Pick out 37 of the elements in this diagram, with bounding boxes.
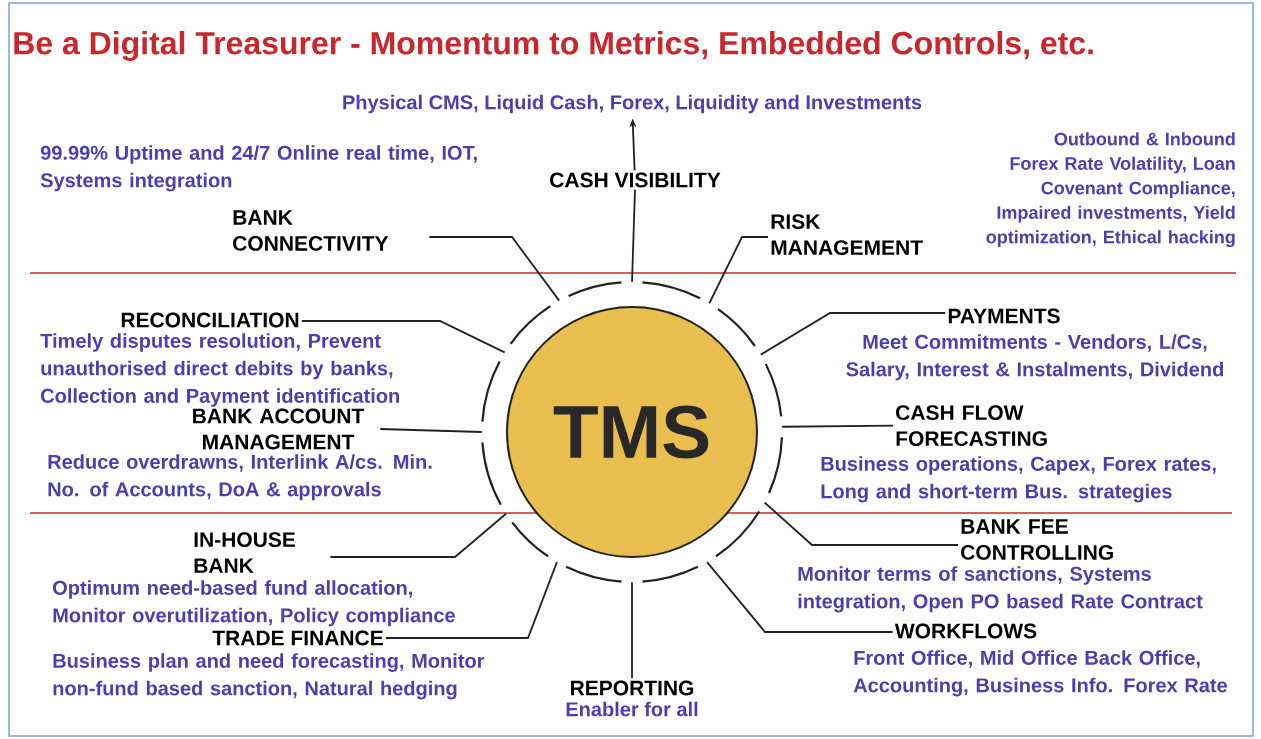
category-heading: RISK MANAGEMENT [771, 214, 923, 256]
category-heading: BANK FEE CONTROLLING [961, 519, 1113, 560]
connector-line [428, 236, 561, 302]
description-text: Meet Commitments - Vendors, L/Cs, Salary, Interest & Instalments, Dividend [846, 334, 1223, 381]
category-heading: BANK CONNECTIVITY [233, 210, 389, 251]
connector-line [759, 312, 947, 356]
connector-line [631, 581, 633, 680]
connector-line [763, 501, 959, 546]
connector-line [706, 561, 894, 633]
description-text: Outbound & Inbound Forex Rate Volatility, Loan Covenant Compliance, Impaired investments, Yield optimization, Ethical hacking [986, 132, 1235, 248]
description-text: 99.99% Uptime and 24/7 Online real time, IOT, Systems integration [40, 145, 477, 192]
connector-line [385, 561, 558, 639]
connector-line [631, 188, 636, 283]
description-text: Monitor terms of sanctions, Systems integration, Open PO based Rate Contract [798, 566, 1203, 613]
description-text: Physical CMS, Liquid Cash, Forex, Liquidity and Investments [343, 94, 922, 114]
description-text: Optimum need-based fund allocation, Monitor overutilization, Policy compliance [53, 580, 455, 627]
category-heading: CASH VISIBILITY [550, 172, 721, 188]
connector-line [329, 512, 507, 558]
connector-line [781, 424, 894, 428]
category-heading: IN-HOUSE BANK [194, 532, 296, 573]
connector-line [300, 320, 506, 354]
category-heading: PAYMENTS [948, 308, 1060, 324]
category-heading: BANK ACCOUNT MANAGEMENT [193, 408, 365, 450]
description-text: Front Office, Mid Office Back Office, Accounting, Business Info. Forex Rate [853, 650, 1227, 697]
category-heading: REPORTING [571, 680, 694, 696]
category-heading: WORKFLOWS [894, 623, 1037, 639]
category-heading: RECONCILIATION [121, 312, 299, 328]
connector-line [379, 428, 483, 433]
connector-line [708, 236, 769, 305]
description-text: Business plan and need forecasting, Monitor non-fund based sanction, Natural hedging [53, 653, 485, 700]
title: Be a Digital Treasurer - Momentum to Metrics, Embedded Controls, etc. [14, 31, 1093, 61]
description-text: Business operations, Capex, Forex rates, Long and short-term Bus. strategies [821, 456, 1216, 503]
description-text: Timely disputes resolution, Prevent unauthorised direct debits by banks, Collection and Payment identification [40, 333, 399, 407]
description-text: Reduce overdrawns, Interlink A/cs. Min. No. of Accounts, DoA & approvals [48, 454, 432, 501]
category-heading: CASH FLOW FORECASTING [896, 405, 1047, 447]
category-heading: TRADE FINANCE [212, 630, 383, 646]
description-text: Enabler for all [566, 701, 698, 717]
